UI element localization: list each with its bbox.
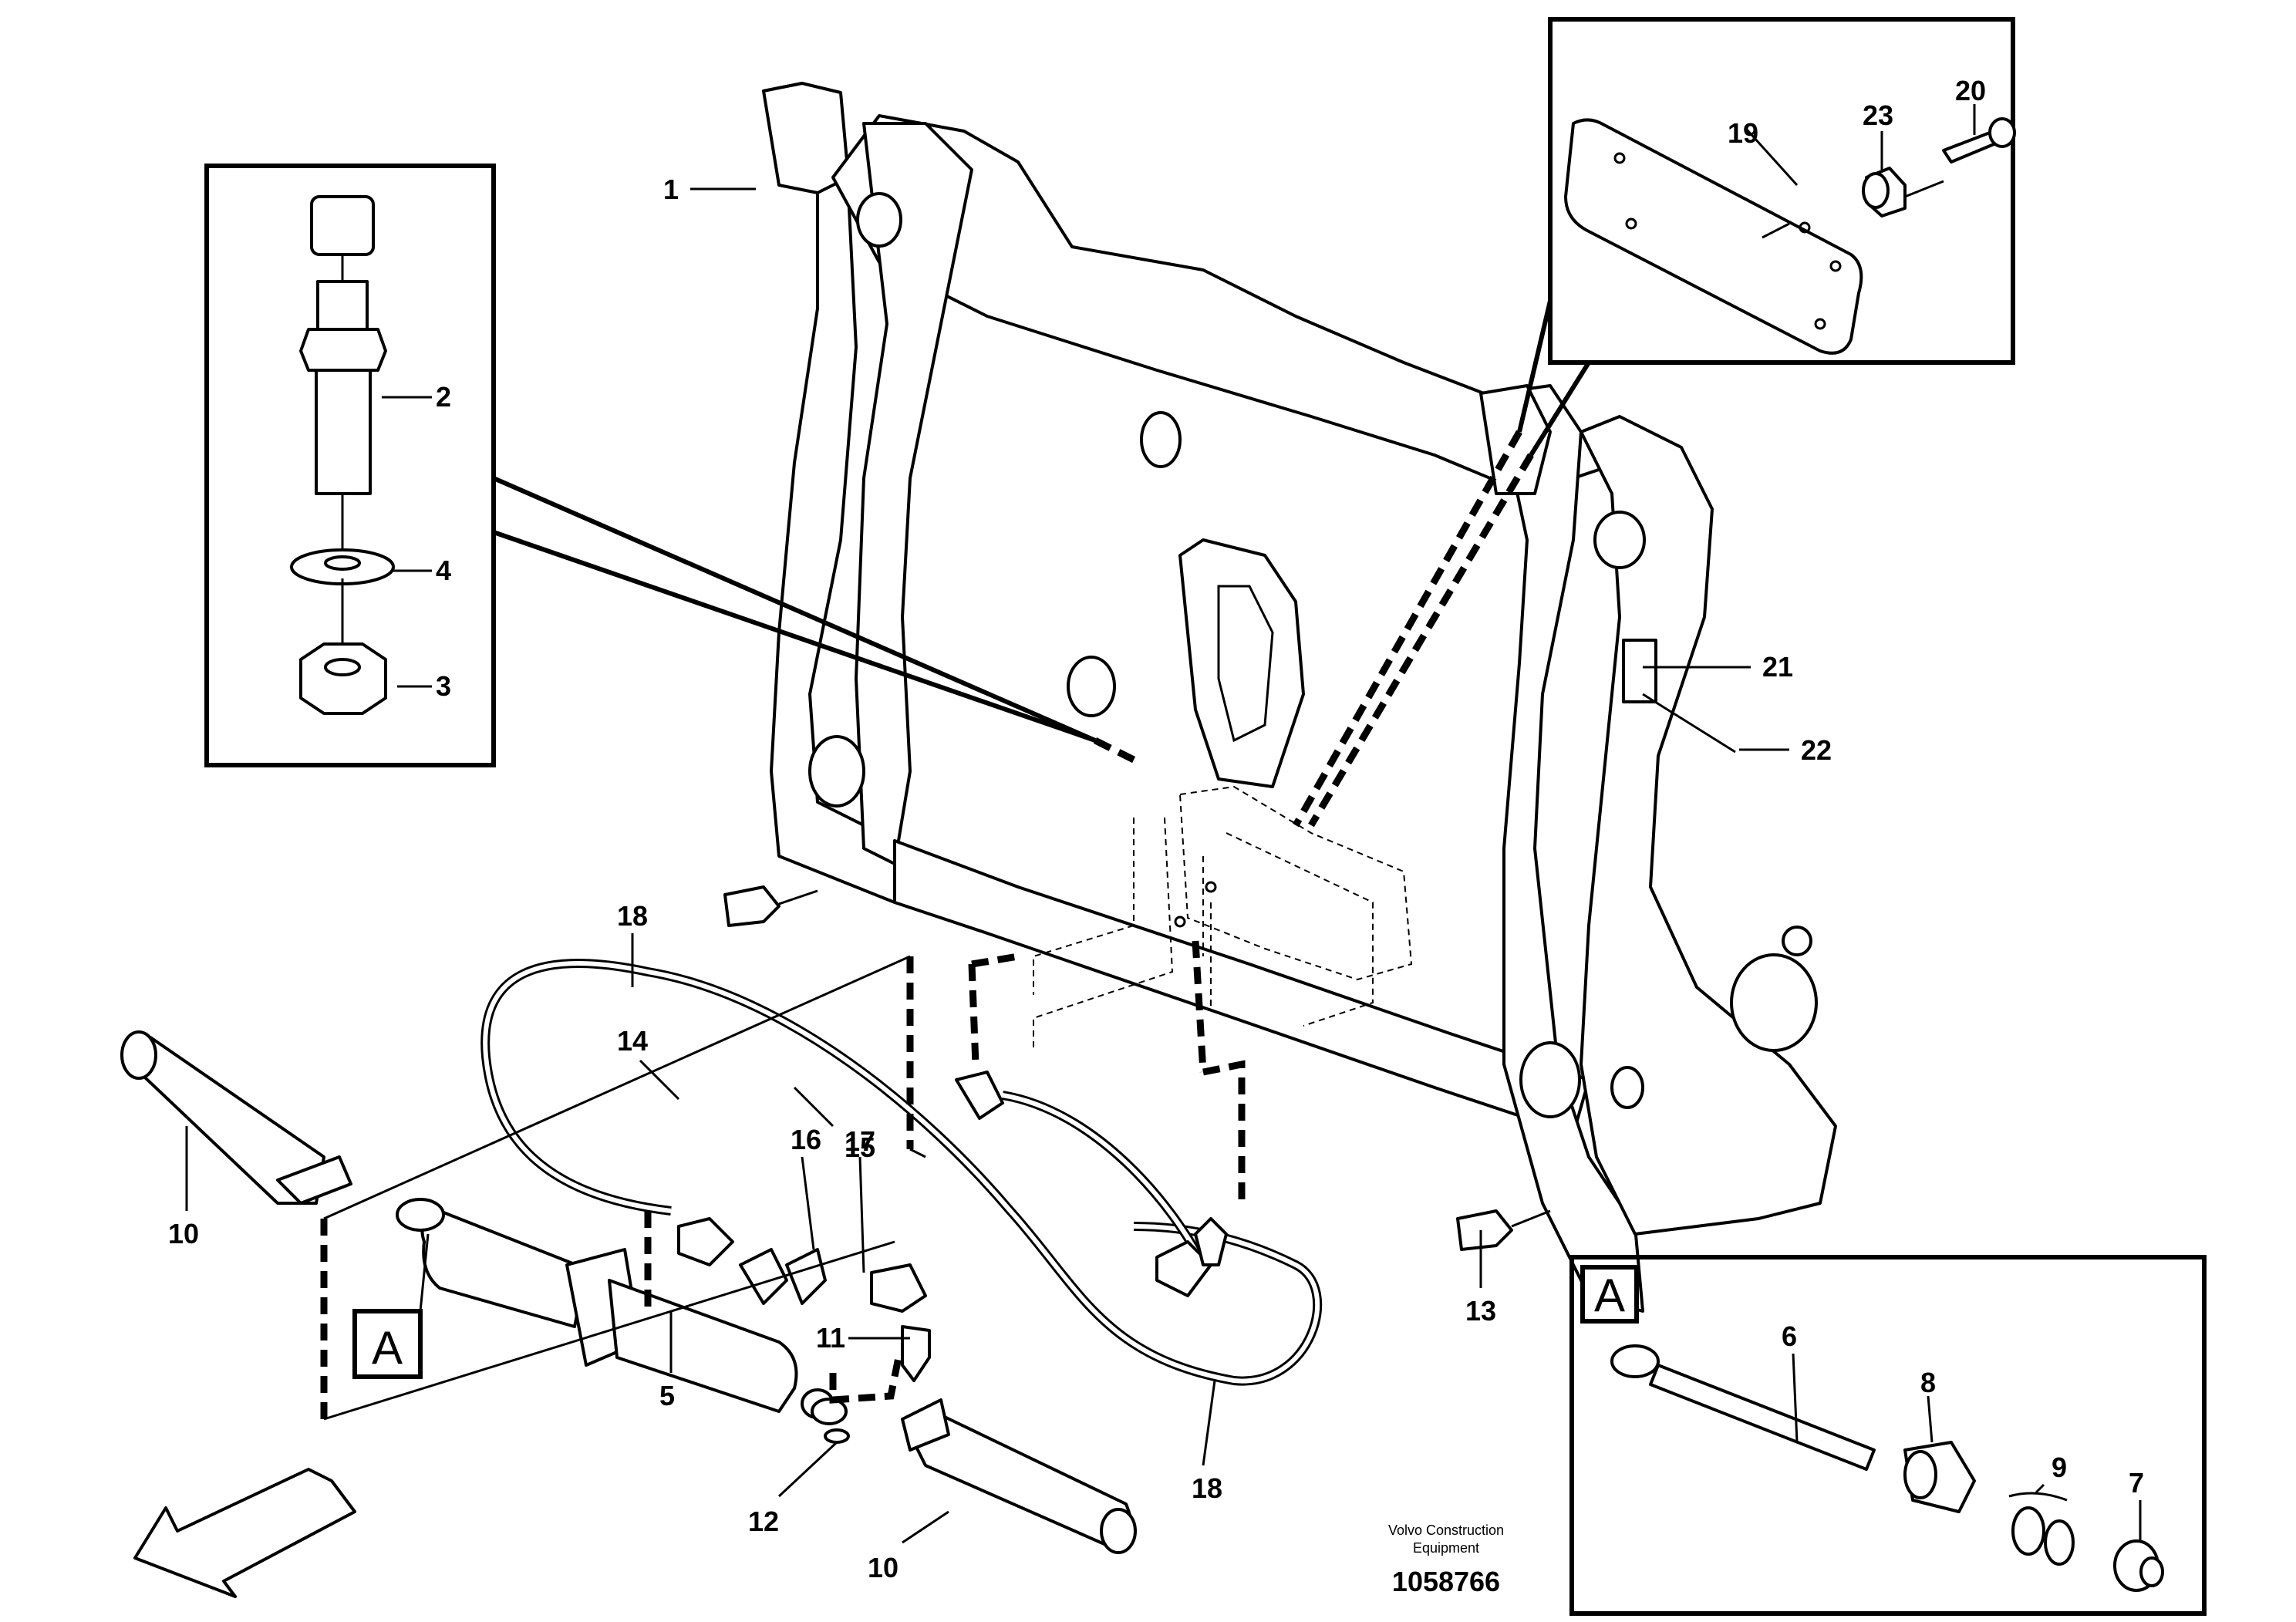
label-part-21: 21	[1762, 651, 1793, 683]
label-part-6: 6	[1782, 1320, 1797, 1352]
label-part-1: 1	[663, 174, 679, 205]
detail-box-cover	[1293, 17, 2016, 828]
footer: Volvo Construction Equipment 1058766	[1388, 1523, 1504, 1597]
detail-box-fitting	[204, 164, 1144, 767]
label-part-7: 7	[2129, 1467, 2144, 1499]
company-name-line2: Equipment	[1413, 1540, 1479, 1556]
company-name-line1: Volvo Construction	[1388, 1523, 1504, 1538]
label-part-18-top: 18	[617, 900, 648, 932]
label-part-16: 16	[791, 1124, 821, 1155]
detail-marker-a: A	[352, 1233, 430, 1379]
svg-text:A: A	[372, 1322, 403, 1374]
cylinder-assembly	[120, 1030, 1137, 1554]
label-part-5: 5	[659, 1380, 675, 1411]
label-part-11: 11	[816, 1322, 845, 1354]
label-part-9: 9	[2052, 1452, 2067, 1483]
label-part-3: 3	[436, 670, 451, 702]
label-part-4: 4	[436, 555, 451, 586]
main-frame	[723, 82, 1837, 1313]
label-part-17: 17	[845, 1125, 875, 1157]
label-part-13: 13	[1465, 1295, 1496, 1327]
label-part-10-bottom: 10	[868, 1552, 899, 1583]
label-part-2: 2	[436, 381, 451, 413]
label-part-8: 8	[1920, 1367, 1936, 1398]
label-part-15: 15	[845, 1131, 875, 1163]
hose-assembly	[320, 940, 1323, 1421]
document-number: 1058766	[1392, 1566, 1500, 1597]
leader-lines	[185, 104, 2142, 1544]
label-part-14: 14	[617, 1025, 648, 1057]
detail-box-a: A	[1569, 1255, 2207, 1616]
label-part-10-top: 10	[168, 1218, 199, 1249]
part-labels: 1 2 4 3 5 10 11 12 10 14 15 16 17 18 18 …	[168, 75, 2144, 1583]
label-part-22: 22	[1801, 734, 1832, 766]
direction-arrow	[133, 1468, 356, 1598]
label-part-18-bottom: 18	[1192, 1472, 1222, 1504]
label-part-23: 23	[1863, 99, 1893, 131]
detail-a-title: A	[1594, 1270, 1625, 1321]
label-part-12: 12	[748, 1506, 779, 1537]
label-part-19: 19	[1728, 117, 1758, 149]
label-part-20: 20	[1955, 75, 1986, 106]
